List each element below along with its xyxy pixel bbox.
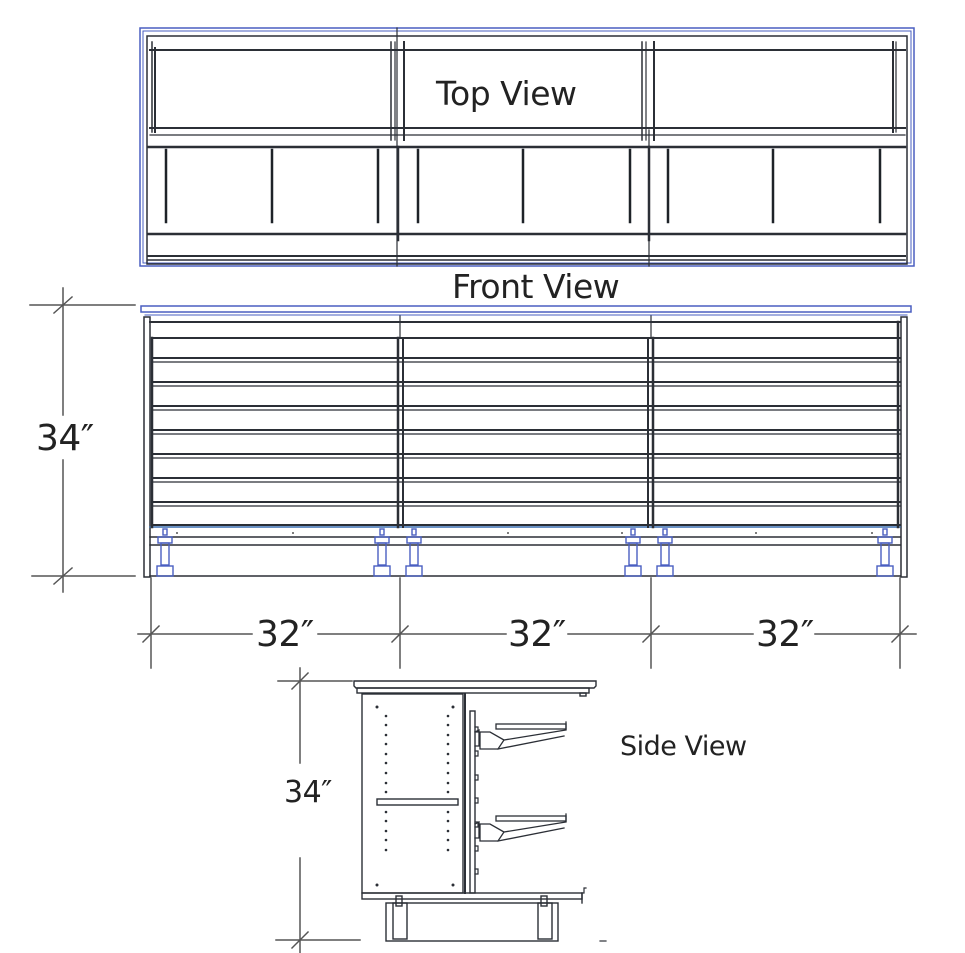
front-view-drawing	[140, 305, 912, 578]
front-view-title: Front View	[452, 267, 620, 306]
front-height-dimension: 34″	[36, 418, 94, 459]
pin-holes-left	[384, 714, 388, 852]
leveler-feet	[156, 528, 894, 577]
side-view-drawing	[275, 667, 607, 953]
section-2-width-dimension: 32″	[508, 614, 566, 655]
section-1-width-dimension: 32″	[256, 614, 314, 655]
pin-holes-right	[446, 714, 450, 852]
side-view-title: Side View	[620, 731, 747, 762]
section-3-width-dimension: 32″	[756, 614, 814, 655]
front-dimension-lines	[29, 287, 917, 669]
top-view-title: Top View	[436, 74, 577, 113]
side-height-dimension: 34″	[284, 775, 332, 810]
top-view-drawing	[139, 27, 915, 267]
